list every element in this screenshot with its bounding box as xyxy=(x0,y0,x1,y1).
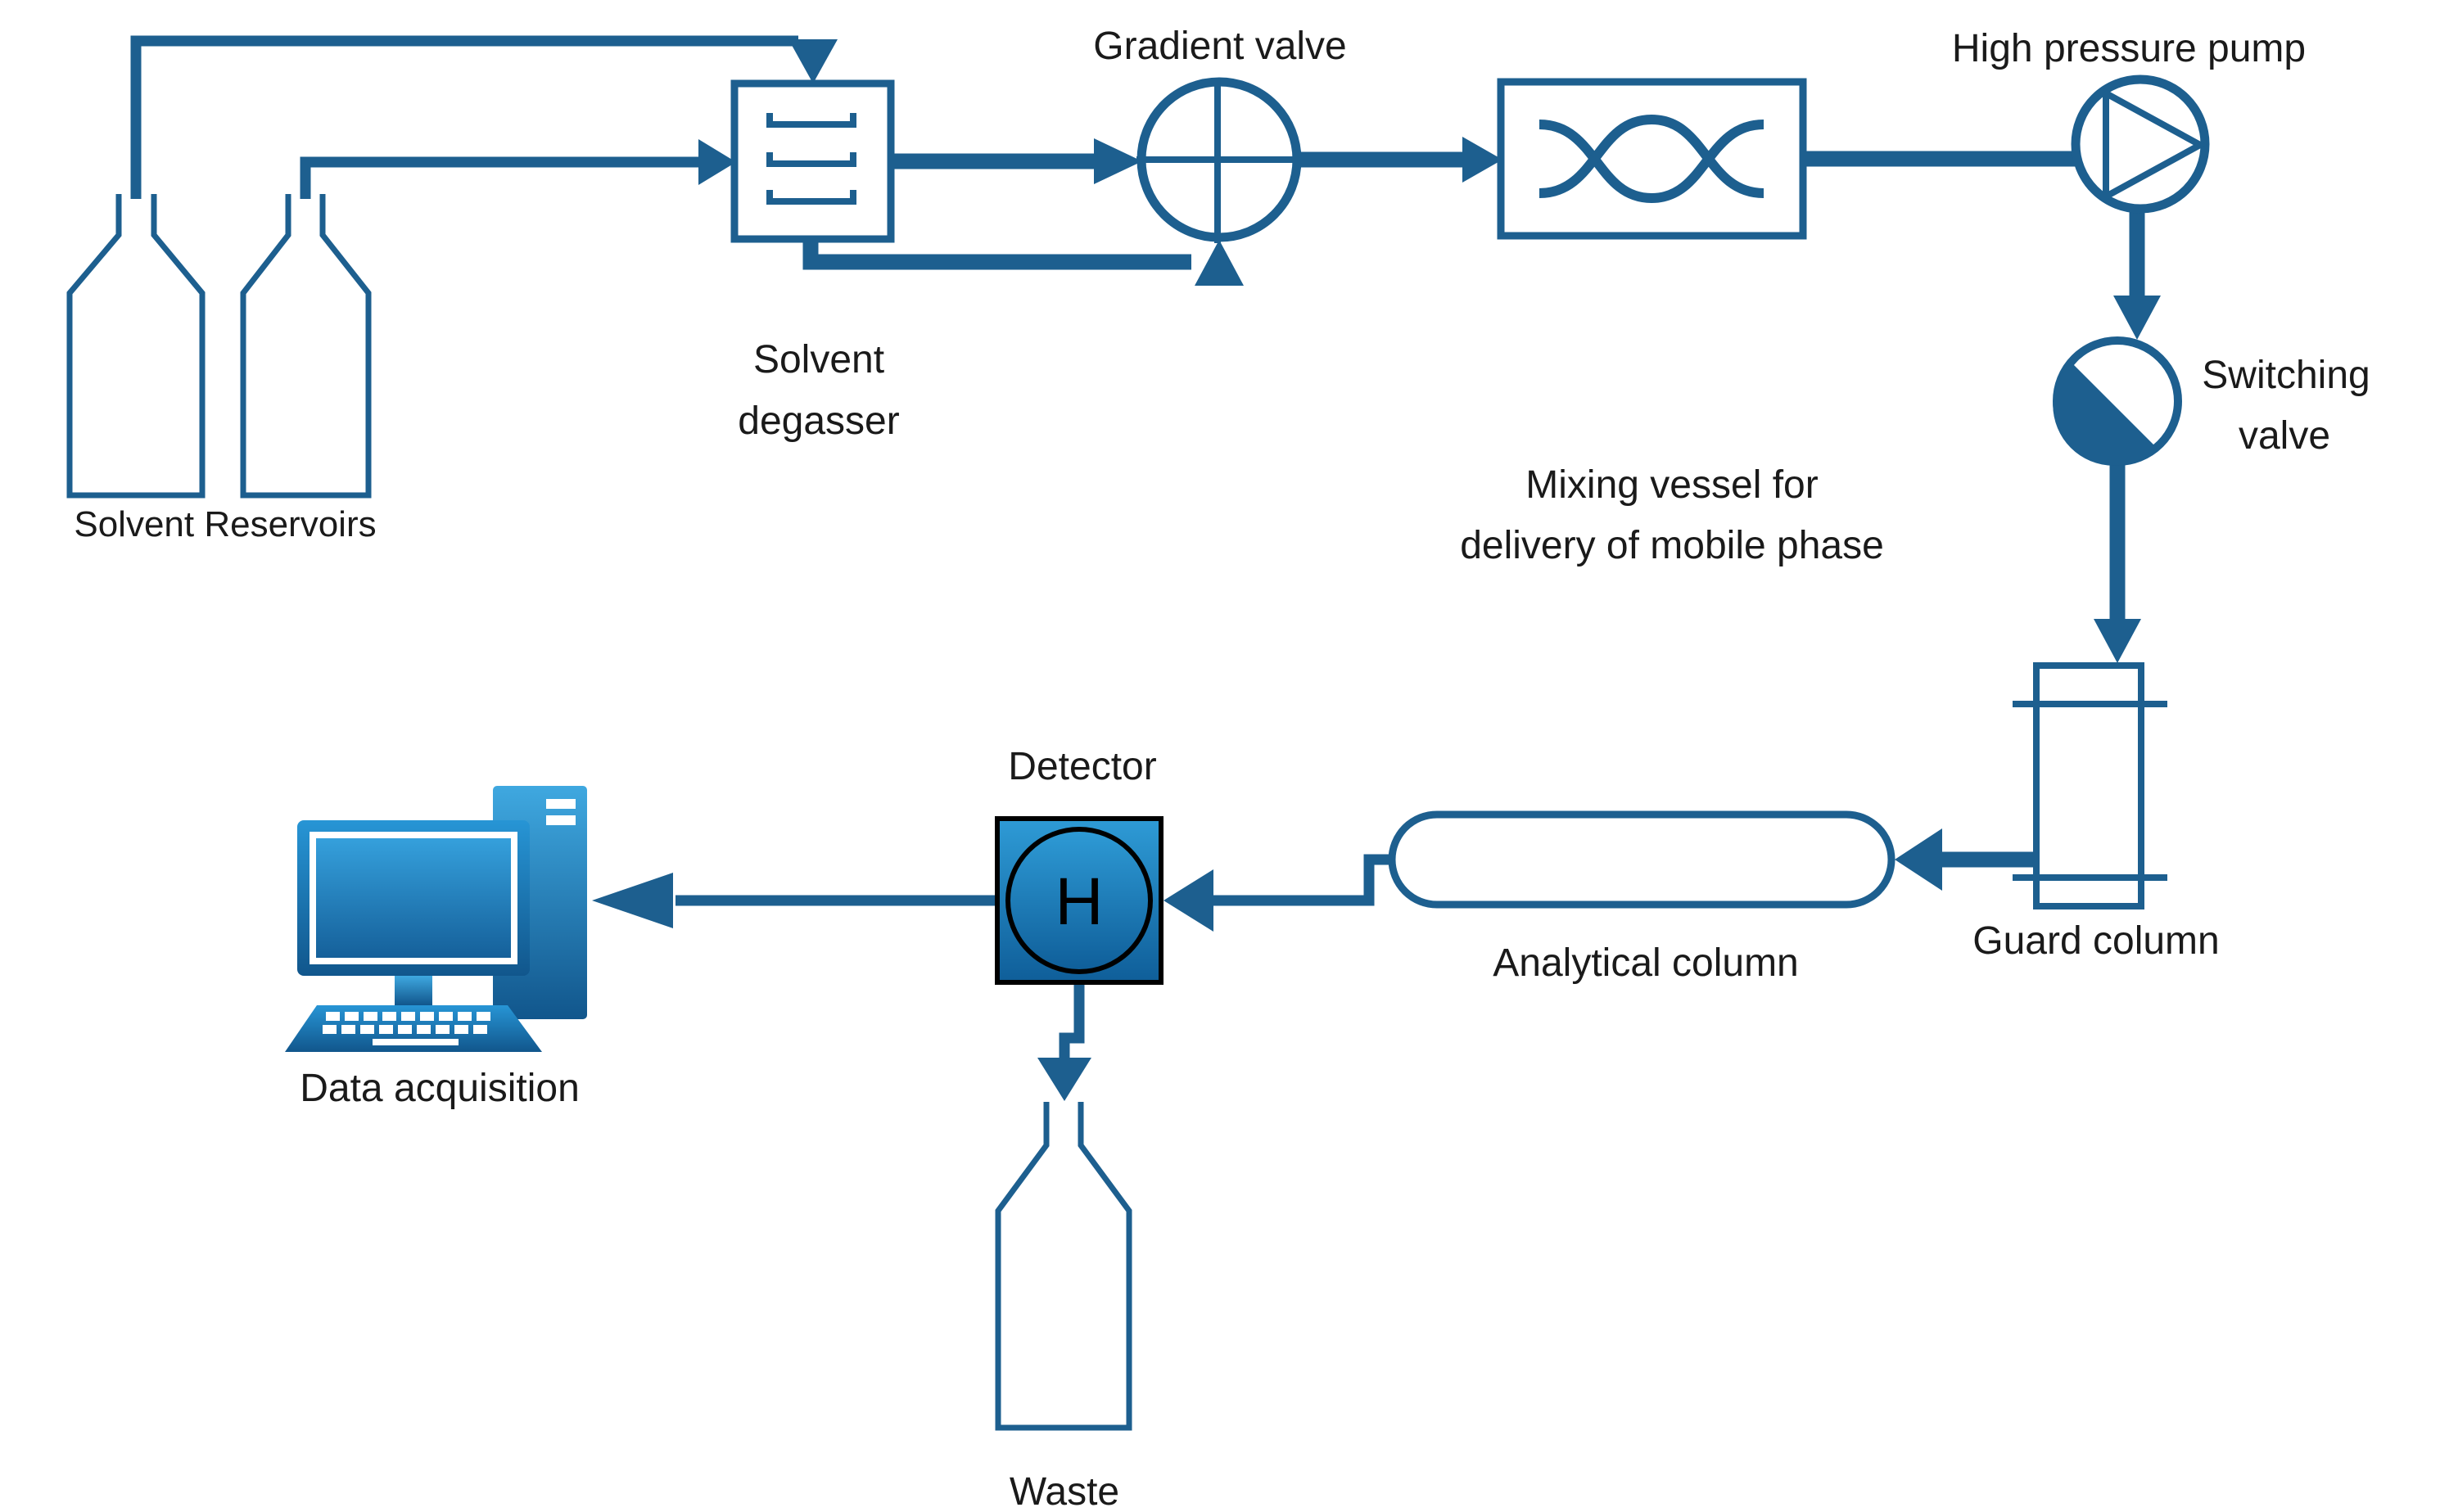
pipe-guard-column-to-analytical-column xyxy=(1895,828,2036,891)
label-mixing-vessel-line2: delivery of mobile phase xyxy=(1460,524,1884,567)
spacebar-key xyxy=(373,1039,459,1045)
monitor-stand xyxy=(395,976,432,1005)
solvent-reservoir-bottle-2 xyxy=(240,194,372,499)
label-gradient-valve: Gradient valve xyxy=(1093,25,1347,68)
pipe-analytical-column-to-detector xyxy=(1164,854,1394,932)
pipe-pump-to-switching-valve xyxy=(2113,209,2161,340)
pipe-switching-valve-to-guard-column xyxy=(2094,460,2141,663)
switching-valve-icon xyxy=(2053,336,2182,466)
pipe-reservoir2-to-degasser xyxy=(300,139,736,199)
pipe-degasser-bottom-to-gradient-valve xyxy=(802,236,1244,286)
waste-bottle-icon xyxy=(995,1102,1132,1431)
gradient-valve-icon xyxy=(1136,77,1302,243)
label-guard-column: Guard column xyxy=(1972,919,2219,963)
pipe-degasser-to-gradient-valve xyxy=(891,138,1142,184)
label-data-acquisition: Data acquisition xyxy=(300,1067,580,1110)
label-mixing-vessel-line1: Mixing vessel for xyxy=(1525,463,1818,507)
data-acquisition-computer-icon xyxy=(285,786,587,1052)
guard-column-icon xyxy=(2013,662,2167,909)
high-pressure-pump-icon xyxy=(2071,74,2210,214)
pipe-detector-to-waste xyxy=(1037,984,1091,1101)
pipe-detector-to-computer xyxy=(592,873,996,928)
label-waste: Waste xyxy=(1010,1470,1119,1512)
monitor-screen xyxy=(316,838,511,958)
detector-icon: H xyxy=(995,816,1164,985)
analytical-column-icon xyxy=(1388,810,1895,909)
label-detector: Detector xyxy=(1008,745,1156,788)
pipe-reservoir1-to-degasser xyxy=(130,35,838,199)
solvent-degasser-icon xyxy=(730,79,895,243)
pipe-gradient-valve-to-mixing-vessel xyxy=(1299,137,1502,183)
label-solvent-reservoirs: Solvent Reservoirs xyxy=(74,504,376,544)
keyboard-keys xyxy=(323,1012,490,1045)
mixing-vessel-icon xyxy=(1497,78,1807,240)
label-solvent-degasser-line1: Solvent xyxy=(753,338,884,381)
detector-symbol: H xyxy=(1055,864,1103,939)
label-switching-valve-line2: valve xyxy=(2239,414,2330,458)
label-high-pressure-pump: High pressure pump xyxy=(1952,27,2306,70)
tower-slot-2 xyxy=(546,815,576,825)
tower-slot-1 xyxy=(546,799,576,809)
label-solvent-degasser-line2: degasser xyxy=(738,399,899,443)
label-switching-valve-line1: Switching xyxy=(2202,354,2370,397)
label-analytical-column: Analytical column xyxy=(1493,941,1799,985)
solvent-reservoir-bottle-1 xyxy=(66,194,206,499)
